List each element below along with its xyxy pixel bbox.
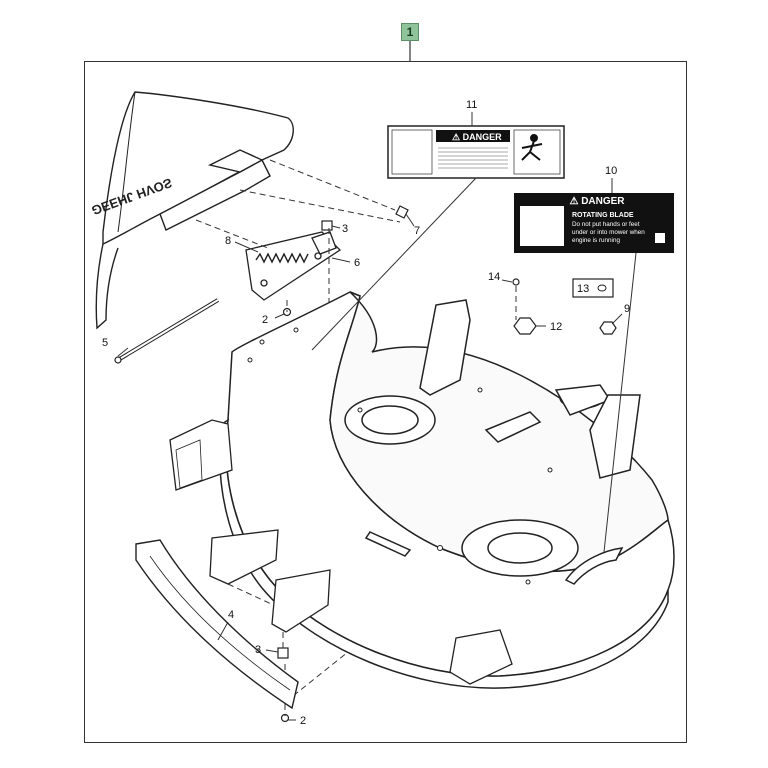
callout-14[interactable]: 14 [488, 271, 500, 283]
discharge-chute: ƧOVH JHƎƎG [90, 91, 294, 330]
decal-11-header: ⚠ DANGER [452, 132, 502, 142]
hinge-bracket [245, 231, 342, 301]
callout-2-bottom[interactable]: 2 [300, 715, 306, 727]
callout-11[interactable]: 11 [466, 99, 477, 111]
callout-8[interactable]: 8 [225, 235, 231, 247]
decal-10-header: ⚠ DANGER [569, 196, 625, 207]
deck-side-brackets [169, 419, 513, 685]
callout-numbers: 11 10 8 3 6 7 2 5 14 13 12 9 4 3 2 [102, 99, 630, 727]
callout-5[interactable]: 5 [102, 337, 108, 349]
decal-10-line-1: Do not put hands or feet [572, 221, 640, 228]
item-13-washer [597, 284, 607, 292]
assembly-number-badge[interactable]: 1 [401, 23, 419, 41]
decal-10-line-2: under or into mower when [572, 229, 645, 236]
diagram-frame [84, 61, 687, 743]
decal-11-leader [311, 177, 477, 351]
callout-leaders [117, 112, 623, 721]
callout-3-top[interactable]: 3 [342, 223, 348, 235]
decal-10-leader [603, 252, 637, 553]
callout-2-top[interactable]: 2 [262, 314, 268, 326]
decal-10: ⚠ DANGER ROTATING BLADE Do not put hands… [514, 193, 674, 253]
callout-6[interactable]: 6 [354, 257, 360, 269]
deck-baffle [135, 539, 299, 710]
decal-10-line-3: engine is running [572, 237, 620, 244]
callout-12[interactable]: 12 [550, 321, 562, 333]
callout-7[interactable]: 7 [414, 225, 420, 237]
decal-10-title: ROTATING BLADE [572, 212, 634, 219]
item-13-box [572, 278, 614, 298]
chute-rod [114, 298, 220, 364]
callout-13[interactable]: 13 [577, 283, 589, 295]
spring [255, 252, 309, 264]
mower-deck [219, 291, 675, 689]
callout-4[interactable]: 4 [228, 609, 234, 621]
callout-9[interactable]: 9 [624, 303, 630, 315]
decal-11: ⚠ DANGER [387, 125, 565, 179]
callout-10[interactable]: 10 [605, 165, 617, 177]
callout-3-bottom[interactable]: 3 [255, 644, 261, 656]
